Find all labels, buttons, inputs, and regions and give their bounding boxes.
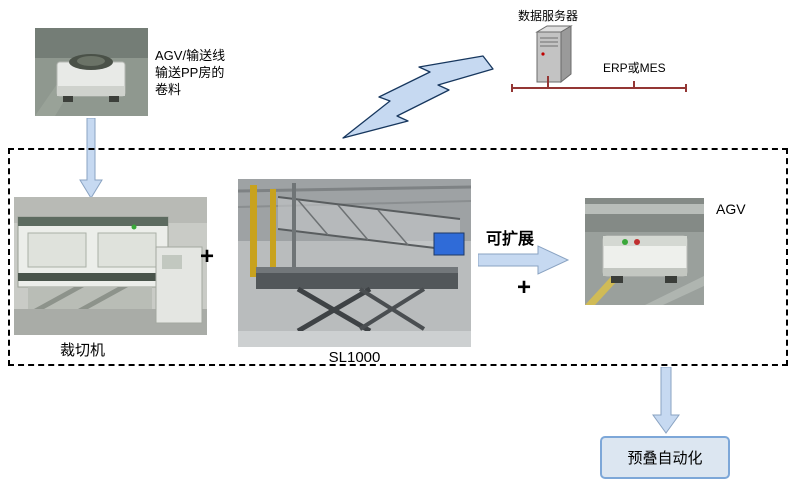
sl1000-photo-graphic [238, 179, 471, 347]
cutter-photo [14, 197, 207, 335]
expand-label: 可扩展 [486, 231, 535, 248]
agv-conveyor-photo [35, 28, 148, 116]
plus-sign-right: + [517, 274, 532, 301]
plus-sign-left: + [200, 243, 215, 270]
down-arrow-icon-2 [652, 367, 680, 434]
sl1000-label: SL1000 [328, 349, 381, 366]
network-bus-line [511, 76, 687, 92]
erp-mes-label: ERP或MES [603, 61, 666, 75]
system-boundary-box [8, 148, 788, 366]
agv-photo-graphic [585, 198, 704, 305]
agv-caption: AGV/输送线 输送PP房的 卷料 [155, 47, 225, 98]
agv-label: AGV [716, 201, 746, 217]
right-arrow-icon [478, 245, 570, 275]
cutter-label: 裁切机 [59, 342, 105, 359]
sl1000-photo [238, 179, 471, 347]
server-label: 数据服务器 [517, 9, 578, 23]
agv-caption-line-1: AGV/输送线 [155, 48, 226, 63]
prestack-label: 预叠自动化 [627, 450, 703, 467]
cutter-photo-graphic [14, 197, 207, 335]
lightning-bolt-icon [342, 55, 494, 139]
agv-conveyor-photo-graphic [35, 28, 148, 116]
prestack-box: 预叠自动化 [600, 436, 730, 479]
data-server-icon [535, 25, 573, 84]
agv-caption-line-2: 输送PP房的 [155, 65, 225, 80]
down-arrow-icon [79, 118, 103, 199]
agv-caption-line-3: 卷料 [155, 82, 182, 97]
agv-photo [585, 198, 704, 305]
